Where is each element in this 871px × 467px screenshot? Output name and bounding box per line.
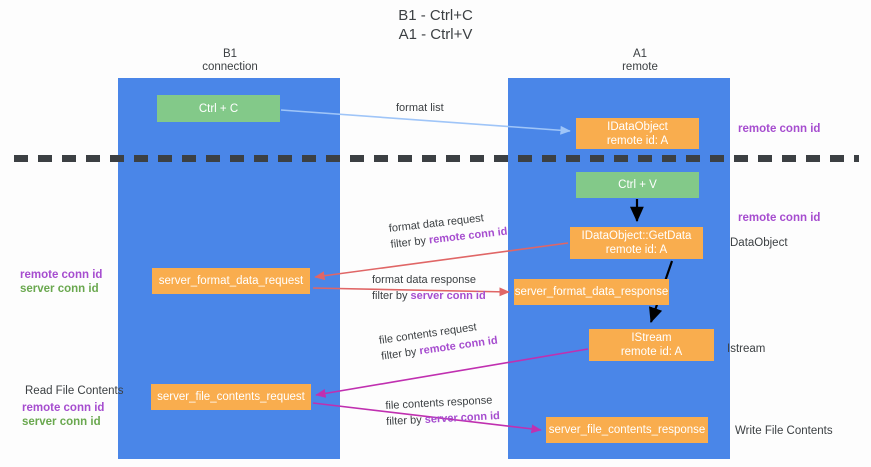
label-server-conn-id-left-1: server conn id	[20, 283, 99, 295]
label-left-conn-ids-1: remote conn id server conn id	[20, 268, 102, 296]
page-title: B1 - Ctrl+C A1 - Ctrl+V	[398, 7, 473, 43]
arrow-label-format-list-text: format list	[396, 102, 444, 114]
arrow-label-format-data-response-line2: filter by server conn id	[372, 288, 486, 304]
label-server-conn-id-left-2: server conn id	[22, 416, 101, 428]
arrow-label-format-list: format list	[396, 100, 444, 116]
filter-prefix: filter by	[390, 234, 430, 251]
box-server-file-contents-request[interactable]: server_file_contents_request	[151, 384, 311, 410]
column-header-a1: A1 remote	[622, 48, 658, 73]
box-istream[interactable]: IStream remote id: A	[589, 329, 714, 361]
label-remote-conn-id-mid-right: remote conn id	[738, 212, 821, 224]
filter-prefix: filter by	[385, 413, 426, 428]
arrow-label-format-data-request: format data request filter by remote con…	[388, 208, 508, 253]
box-server-format-data-response[interactable]: server_format_data_response	[514, 279, 669, 305]
box-server-format-data-request[interactable]: server_format_data_request	[152, 268, 310, 294]
filter-key-server-conn-id: server conn id	[410, 290, 486, 302]
label-read-file-contents: Read File Contents	[25, 385, 124, 397]
label-remote-conn-id-top-right: remote conn id	[738, 123, 821, 135]
label-left-conn-ids-2: remote conn id server conn id	[22, 401, 104, 429]
phase-separator	[14, 155, 859, 162]
label-istream: Istream	[727, 343, 766, 355]
filter-prefix: filter by	[372, 290, 411, 302]
label-dataobject: DataObject	[730, 237, 788, 249]
label-remote-conn-id-left-1: remote conn id	[20, 269, 103, 281]
box-server-file-contents-response[interactable]: server_file_contents_response	[546, 417, 708, 443]
arrow-label-format-data-response-line1: format data response	[372, 274, 476, 286]
box-idataobject[interactable]: IDataObject remote id: A	[576, 118, 699, 149]
filter-key-server-conn-id: server conn id	[424, 410, 501, 426]
arrow-label-file-contents-request: file contents request filter by remote c…	[378, 317, 499, 365]
arrow-label-file-contents-response: file contents response filter by server …	[385, 392, 500, 430]
arrow-label-format-data-response: format data response filter by server co…	[372, 272, 486, 304]
label-remote-conn-id-left-2: remote conn id	[22, 402, 105, 414]
box-ctrl-v[interactable]: Ctrl + V	[576, 172, 699, 198]
column-header-b1: B1 connection	[202, 48, 258, 73]
label-write-file-contents: Write File Contents	[735, 425, 833, 437]
box-idataobject-getdata[interactable]: IDataObject::GetData remote id: A	[570, 227, 703, 259]
box-ctrl-c[interactable]: Ctrl + C	[157, 95, 280, 122]
filter-prefix: filter by	[380, 345, 421, 363]
